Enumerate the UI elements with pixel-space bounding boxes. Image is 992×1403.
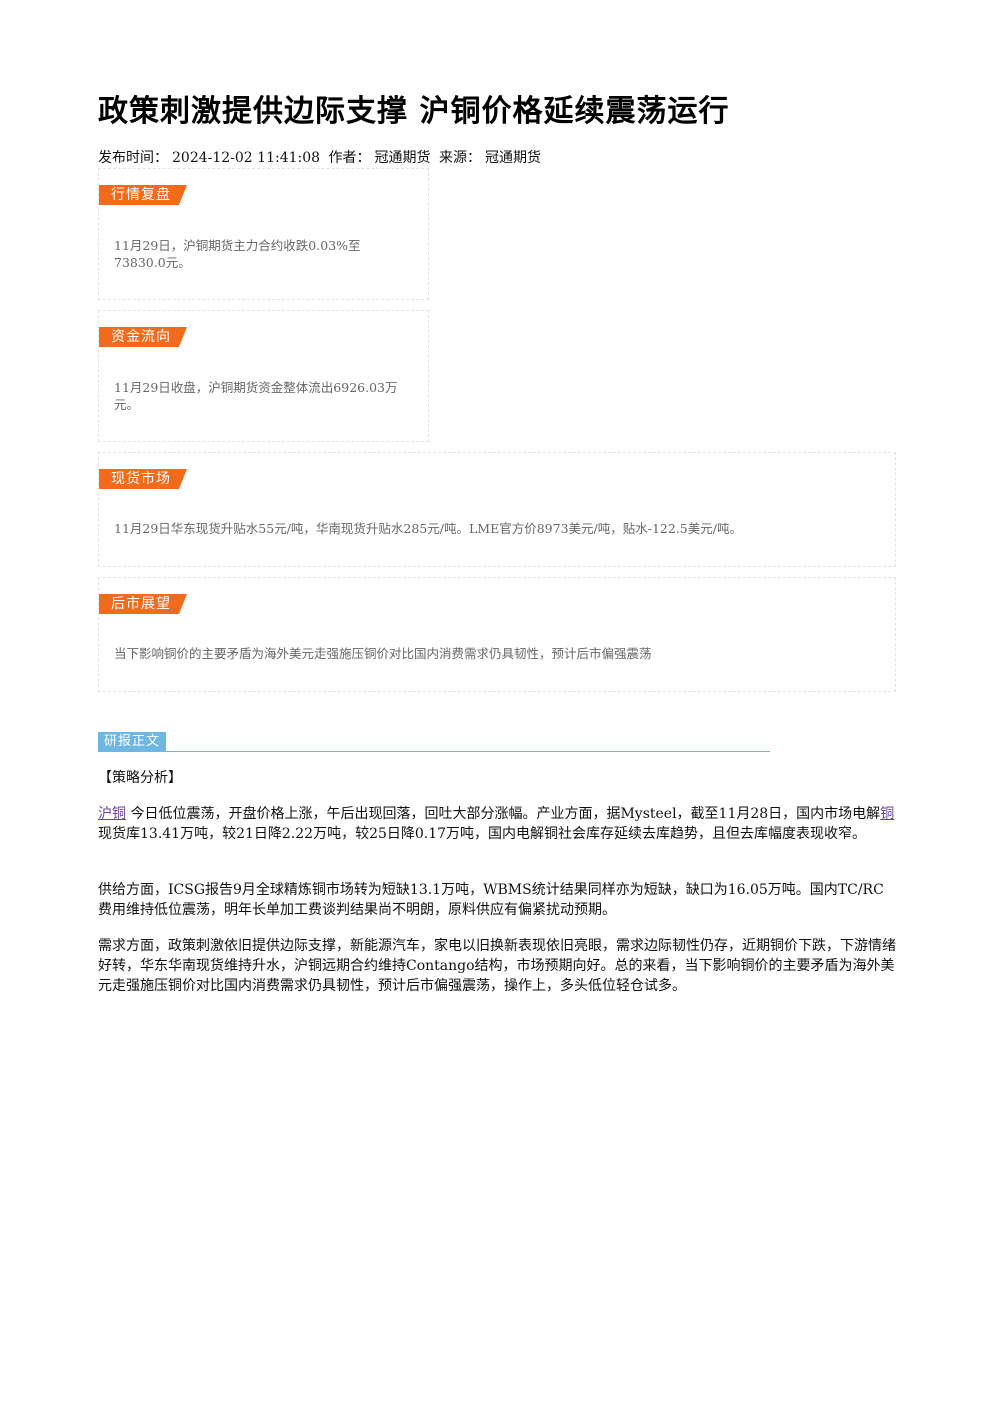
market-review-line2: 73830.0元。 <box>114 255 191 270</box>
keyword-link-copper[interactable]: 铜 <box>880 806 895 822</box>
report-paragraph-2: 供给方面，ICSG报告9月全球精炼铜市场转为短缺13.1万吨，WBMS统计结果同… <box>98 882 884 918</box>
report-paragraph-1: 沪铜 今日低位震荡，开盘价格上涨，午后出现回落，回吐大部分涨幅。产业方面，据My… <box>98 804 896 844</box>
p1-segment-2: 现货库13.41万吨，较21日降2.22万吨，较25日降0.17万吨，国内电解铜… <box>98 826 867 842</box>
article-meta: 发布时间：2024-12-02 11:41:08 作者：冠通期货 来源：冠通期货 <box>98 147 545 167</box>
publish-label: 发布时间： <box>98 150 168 166</box>
fund-flow-line2: 元。 <box>114 397 140 412</box>
outlook-tag: 后市展望 <box>99 594 187 614</box>
spot-market-card: 现货市场 11月29日华东现货升贴水55元/吨，华南现货升贴水285元/吨。LM… <box>98 452 896 567</box>
market-review-tag: 行情复盘 <box>99 185 187 205</box>
author: 冠通期货 <box>374 150 431 166</box>
fund-flow-line1: 11月29日收盘，沪铜期货资金整体流出6926.03万 <box>114 380 398 395</box>
source: 冠通期货 <box>484 150 541 166</box>
source-label: 来源： <box>438 150 481 166</box>
report-tag: 研报正文 <box>98 732 167 751</box>
market-review-card: 行情复盘 11月29日，沪铜期货主力合约收跌0.03%至 73830.0元。 <box>98 168 429 300</box>
keyword-link-hutong[interactable]: 沪铜 <box>98 806 126 822</box>
spot-market-tag: 现货市场 <box>99 469 187 489</box>
p1-segment-1: 今日低位震荡，开盘价格上涨，午后出现回落，回吐大部分涨幅。产业方面，据Myste… <box>126 806 881 822</box>
report-divider <box>98 751 770 752</box>
strategy-heading: 【策略分析】 <box>98 770 182 786</box>
outlook-card: 后市展望 当下影响铜价的主要矛盾为海外美元走强施压铜价对比国内消费需求仍具韧性，… <box>98 577 896 692</box>
fund-flow-text: 11月29日收盘，沪铜期货资金整体流出6926.03万 元。 <box>114 379 398 413</box>
publish-time: 2024-12-02 11:41:08 <box>172 150 321 166</box>
outlook-text: 当下影响铜价的主要矛盾为海外美元走强施压铜价对比国内消费需求仍具韧性，预计后市偏… <box>114 646 652 661</box>
report-header: 研报正文 <box>98 732 770 752</box>
fund-flow-card: 资金流向 11月29日收盘，沪铜期货资金整体流出6926.03万 元。 <box>98 310 429 442</box>
fund-flow-tag: 资金流向 <box>99 327 187 347</box>
spot-market-text: 11月29日华东现货升贴水55元/吨，华南现货升贴水285元/吨。LME官方价8… <box>114 521 742 536</box>
market-review-text: 11月29日，沪铜期货主力合约收跌0.03%至 73830.0元。 <box>114 237 361 271</box>
market-review-line1: 11月29日，沪铜期货主力合约收跌0.03%至 <box>114 238 361 253</box>
author-label: 作者： <box>328 150 371 166</box>
report-paragraph-3: 需求方面，政策刺激依旧提供边际支撑，新能源汽车，家电以旧换新表现依旧亮眼，需求边… <box>98 938 896 994</box>
article-title: 政策刺激提供边际支撑 沪铜价格延续震荡运行 <box>98 94 730 129</box>
